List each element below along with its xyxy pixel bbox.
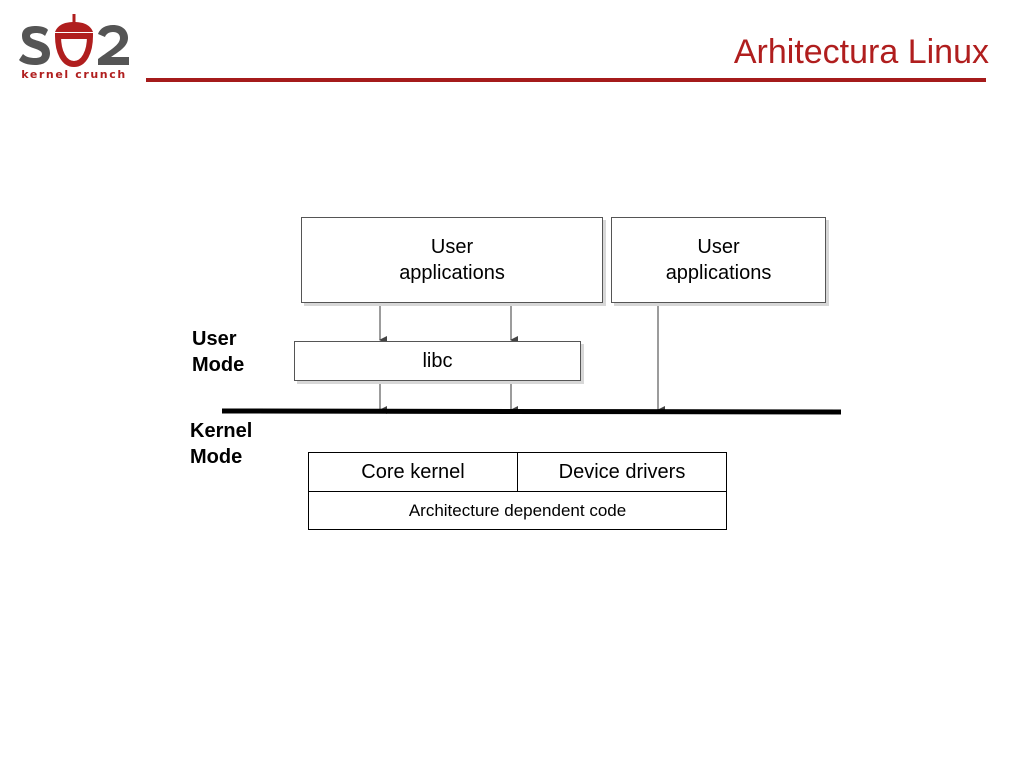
user-apps-1-line2: applications bbox=[399, 262, 505, 284]
logo-subtitle: kernel crunch bbox=[21, 68, 127, 81]
core-kernel-cell: Core kernel bbox=[309, 453, 518, 492]
architecture-dependent-code-cell: Architecture dependent code bbox=[408, 500, 627, 520]
slide-title: Arhitectura Linux bbox=[733, 33, 989, 71]
libc-label: libc bbox=[422, 350, 453, 372]
user-mode-line1: User bbox=[192, 328, 237, 350]
user-apps-1-line1: User bbox=[430, 236, 474, 258]
kernel-mode-line1: Kernel bbox=[190, 420, 253, 442]
logo-letter-s bbox=[19, 26, 50, 65]
user-kernel-boundary-line bbox=[221, 408, 842, 415]
user-apps-2-line2: applications bbox=[665, 262, 772, 284]
kernel-mode-label: Kernel Mode bbox=[190, 418, 252, 470]
user-mode-line2: Mode bbox=[192, 354, 245, 376]
title-divider bbox=[146, 78, 986, 82]
user-mode-label: User Mode bbox=[192, 326, 244, 378]
so2-logo bbox=[19, 14, 129, 68]
kernel-components-table: Core kernel Device drivers Architecture … bbox=[308, 452, 727, 530]
libc-box: libc bbox=[294, 341, 581, 381]
logo-digit-2 bbox=[98, 25, 129, 65]
user-apps-2-line1: User bbox=[697, 236, 740, 258]
user-applications-box-1: User applications bbox=[301, 217, 603, 303]
device-drivers-cell: Device drivers bbox=[518, 453, 726, 492]
logo-acorn-o bbox=[54, 14, 94, 68]
user-applications-box-2: User applications bbox=[611, 217, 826, 303]
kernel-mode-line2: Mode bbox=[190, 446, 243, 468]
